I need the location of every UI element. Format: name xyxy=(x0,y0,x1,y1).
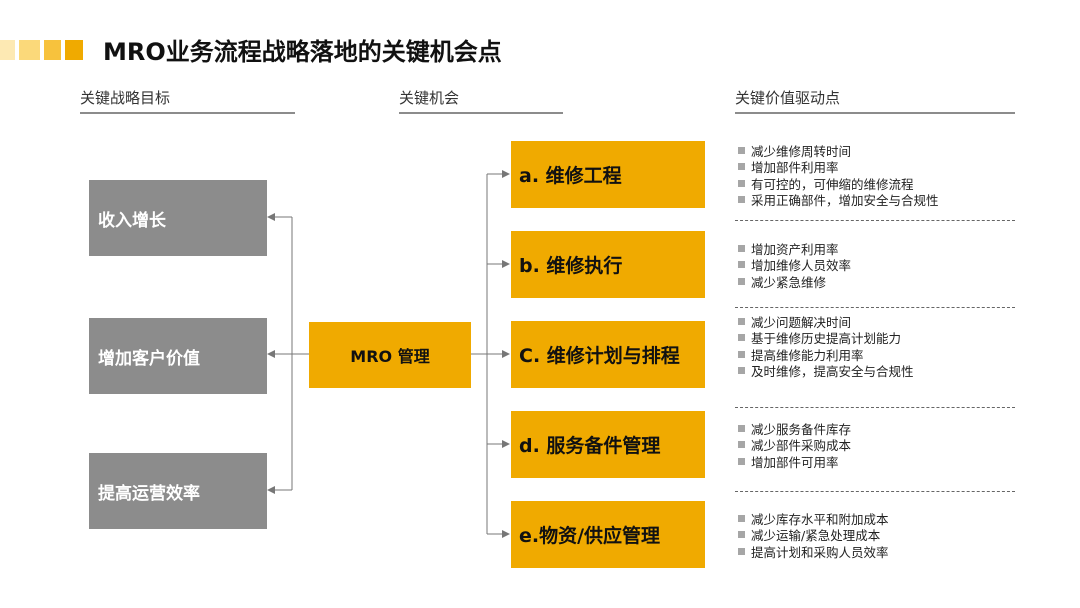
column-header-drivers: 关键价值驱动点 xyxy=(735,87,1015,114)
driver-item: 提高计划和采购人员效率 xyxy=(738,543,1018,560)
square-bullet-icon xyxy=(738,179,745,187)
driver-list-a: 减少维修周转时间 增加部件利用率 有可控的，可伸缩的维修流程 采用正确部件，增加… xyxy=(738,142,1018,208)
goal-box-operational-efficiency: 提高运营效率 xyxy=(89,453,267,529)
driver-item: 减少紧急维修 xyxy=(738,273,1018,290)
opportunity-box-e: e.物资/供应管理 xyxy=(511,501,705,568)
goal-box-revenue-growth: 收入增长 xyxy=(89,180,267,256)
driver-item: 减少问题解决时间 xyxy=(738,313,1018,330)
square-bullet-icon xyxy=(738,514,745,522)
square-bullet-icon xyxy=(738,244,745,252)
square-bullet-icon xyxy=(738,163,745,171)
dashed-divider xyxy=(735,407,1015,408)
dashed-divider xyxy=(735,491,1015,492)
driver-item: 减少运输/紧急处理成本 xyxy=(738,527,1018,543)
driver-item: 增加部件可用率 xyxy=(738,453,1018,470)
square-bullet-icon xyxy=(738,457,745,465)
mro-management-box: MRO 管理 xyxy=(309,322,471,388)
driver-list-d: 减少服务备件库存 减少部件采购成本 增加部件可用率 xyxy=(738,420,1018,470)
dashed-divider xyxy=(735,220,1015,221)
driver-item: 采用正确部件，增加安全与合规性 xyxy=(738,192,1018,208)
driver-item: 有可控的，可伸缩的维修流程 xyxy=(738,175,1018,192)
driver-list-c: 减少问题解决时间 基于维修历史提高计划能力 提高维修能力利用率 及时维修，提高安… xyxy=(738,313,1018,379)
driver-item: 增加资产利用率 xyxy=(738,240,1018,257)
square-bullet-icon xyxy=(738,196,745,204)
column-header-opportunities: 关键机会 xyxy=(399,87,563,114)
square-bullet-icon xyxy=(738,350,745,358)
opportunity-box-a: a. 维修工程 xyxy=(511,141,705,208)
driver-item: 提高维修能力利用率 xyxy=(738,346,1018,363)
square-bullet-icon xyxy=(738,531,745,539)
square-bullet-icon xyxy=(738,547,745,555)
driver-item: 减少维修周转时间 xyxy=(738,142,1018,159)
square-bullet-icon xyxy=(738,367,745,375)
driver-item: 增加部件利用率 xyxy=(738,159,1018,175)
opportunity-box-d: d. 服务备件管理 xyxy=(511,411,705,478)
square-bullet-icon xyxy=(738,277,745,285)
driver-item: 减少服务备件库存 xyxy=(738,420,1018,437)
opportunity-box-c: C. 维修计划与排程 xyxy=(511,321,705,388)
driver-list-b: 增加资产利用率 增加维修人员效率 减少紧急维修 xyxy=(738,240,1018,290)
column-header-goals: 关键战略目标 xyxy=(80,87,295,114)
square-bullet-icon xyxy=(738,334,745,342)
driver-item: 及时维修，提高安全与合规性 xyxy=(738,363,1018,379)
goal-box-customer-value: 增加客户价值 xyxy=(89,318,267,394)
driver-item: 基于维修历史提高计划能力 xyxy=(738,330,1018,346)
square-bullet-icon xyxy=(738,146,745,154)
driver-item: 增加维修人员效率 xyxy=(738,257,1018,273)
square-bullet-icon xyxy=(738,424,745,432)
square-bullet-icon xyxy=(738,261,745,269)
square-bullet-icon xyxy=(738,441,745,449)
dashed-divider xyxy=(735,307,1015,308)
opportunity-box-b: b. 维修执行 xyxy=(511,231,705,298)
driver-item: 减少库存水平和附加成本 xyxy=(738,510,1018,527)
square-bullet-icon xyxy=(738,317,745,325)
driver-list-e: 减少库存水平和附加成本 减少运输/紧急处理成本 提高计划和采购人员效率 xyxy=(738,510,1018,560)
page-title: MRO业务流程战略落地的关键机会点 xyxy=(103,38,502,66)
driver-item: 减少部件采购成本 xyxy=(738,437,1018,453)
